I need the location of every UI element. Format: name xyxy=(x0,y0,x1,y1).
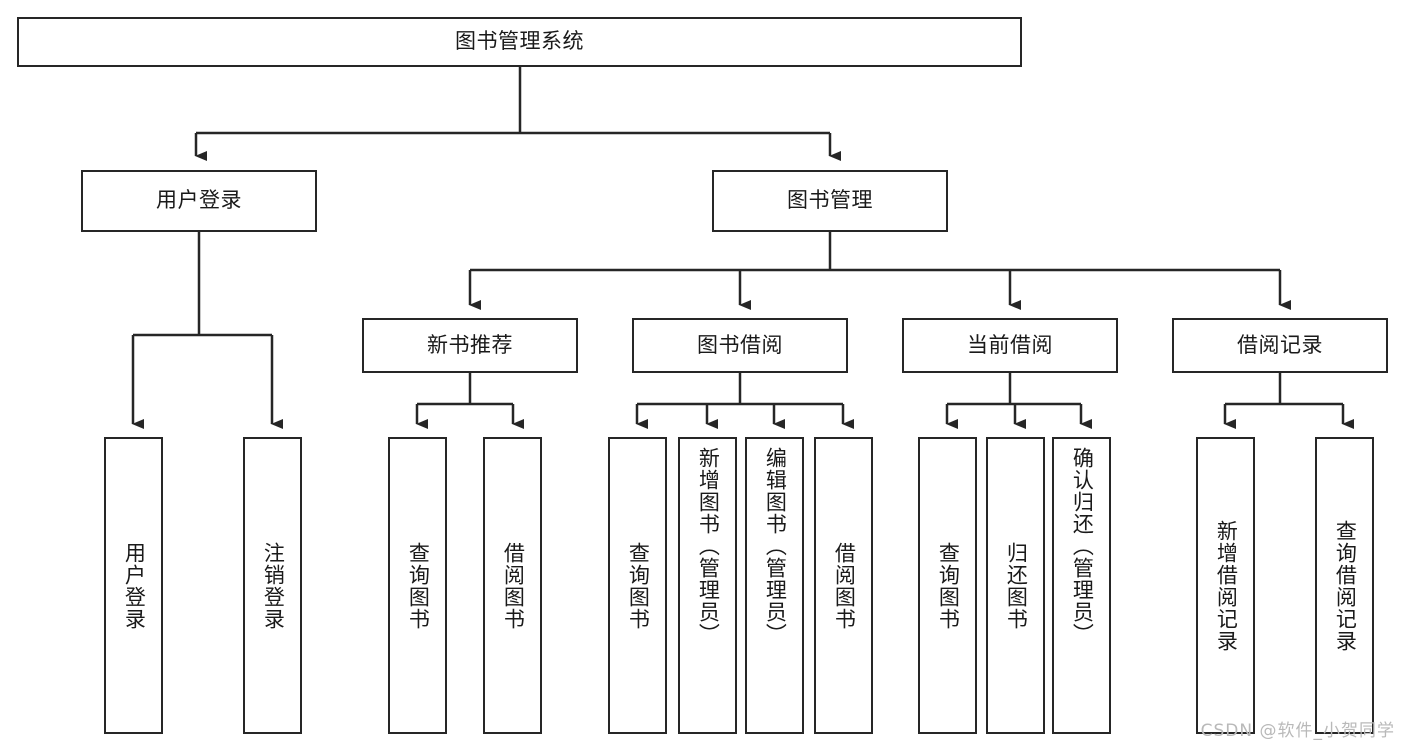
node-leaf-query-book-recommend-label: 查询图书 xyxy=(406,541,431,630)
node-leaf-borrow-book-label: 借阅图书 xyxy=(832,541,857,630)
node-leaf-add-borrow-record-label: 新增借阅记录 xyxy=(1214,519,1239,652)
node-leaf-return-book-label: 归还图书 xyxy=(1004,541,1029,630)
node-leaf-query-book-current-label: 查询图书 xyxy=(936,541,961,630)
node-borrow-record[interactable]: 借阅记录 xyxy=(1172,318,1388,373)
node-book-borrow[interactable]: 图书借阅 xyxy=(632,318,848,373)
node-leaf-query-borrow-record-label: 查询借阅记录 xyxy=(1333,519,1358,652)
node-leaf-query-book-recommend[interactable]: 查询图书 xyxy=(388,437,447,734)
node-book-management-label: 图书管理 xyxy=(787,188,873,213)
node-leaf-edit-book-admin-label: 编辑图书（管理员） xyxy=(763,447,788,645)
node-leaf-borrow-book-recommend-label: 借阅图书 xyxy=(501,541,526,630)
node-user-login-label: 用户登录 xyxy=(156,188,242,213)
node-leaf-return-book[interactable]: 归还图书 xyxy=(986,437,1045,734)
node-leaf-logout[interactable]: 注销登录 xyxy=(243,437,302,734)
node-leaf-confirm-return-admin-label: 确认归还（管理员） xyxy=(1070,447,1095,645)
node-leaf-edit-book-admin[interactable]: 编辑图书（管理员） xyxy=(745,437,804,734)
node-leaf-query-book-borrow-label: 查询图书 xyxy=(626,541,651,630)
node-book-borrow-label: 图书借阅 xyxy=(697,332,783,357)
node-leaf-user-login[interactable]: 用户登录 xyxy=(104,437,163,734)
node-leaf-add-borrow-record[interactable]: 新增借阅记录 xyxy=(1196,437,1255,734)
node-root-label: 图书管理系统 xyxy=(455,29,584,54)
node-leaf-user-login-label: 用户登录 xyxy=(122,541,147,630)
node-leaf-confirm-return-admin[interactable]: 确认归还（管理员） xyxy=(1052,437,1111,734)
node-borrow-record-label: 借阅记录 xyxy=(1237,332,1323,357)
node-current-borrow-label: 当前借阅 xyxy=(967,332,1053,357)
node-leaf-borrow-book[interactable]: 借阅图书 xyxy=(814,437,873,734)
node-leaf-add-book-admin-label: 新增图书（管理员） xyxy=(696,447,721,645)
node-book-management[interactable]: 图书管理 xyxy=(712,170,948,232)
node-new-book-recommend[interactable]: 新书推荐 xyxy=(362,318,578,373)
node-new-book-recommend-label: 新书推荐 xyxy=(427,332,513,357)
node-leaf-query-book-borrow[interactable]: 查询图书 xyxy=(608,437,667,734)
node-root[interactable]: 图书管理系统 xyxy=(17,17,1022,67)
node-user-login[interactable]: 用户登录 xyxy=(81,170,317,232)
node-leaf-query-book-current[interactable]: 查询图书 xyxy=(918,437,977,734)
node-leaf-add-book-admin[interactable]: 新增图书（管理员） xyxy=(678,437,737,734)
node-current-borrow[interactable]: 当前借阅 xyxy=(902,318,1118,373)
node-leaf-logout-label: 注销登录 xyxy=(261,541,286,630)
node-leaf-query-borrow-record[interactable]: 查询借阅记录 xyxy=(1315,437,1374,734)
node-leaf-borrow-book-recommend[interactable]: 借阅图书 xyxy=(483,437,542,734)
